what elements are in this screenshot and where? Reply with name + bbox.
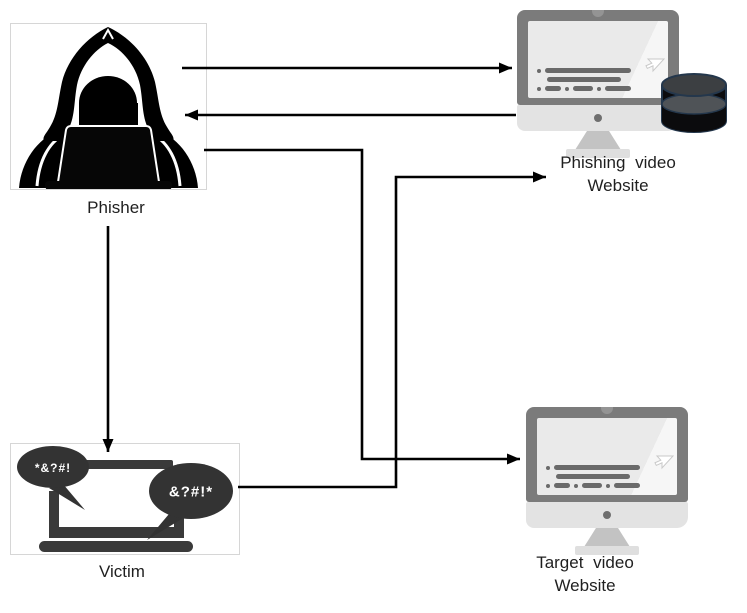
hooded-hacker-icon [19, 27, 198, 190]
database-icon [661, 73, 727, 133]
monitor-power-button [603, 511, 611, 519]
speech-bubble-right [147, 463, 233, 540]
phishing-website-label: Phishing video Website [535, 151, 701, 197]
monitor-screen [528, 21, 668, 98]
laptop-icon [17, 446, 233, 552]
victim-swear-text-right: &?#!* [168, 483, 214, 501]
phishing-website-label-line2: Website [587, 176, 649, 195]
target-website-label-line1: Target video [536, 553, 634, 572]
phishing-website-label-line1: Phishing video [560, 153, 676, 172]
victim-swear-text-left: *&?#! [34, 461, 72, 475]
monitor-camera-notch [601, 407, 613, 414]
monitor-camera-notch [592, 10, 604, 17]
webpage-text-lines [537, 68, 631, 91]
arrow-phisher-to-target-website [204, 148, 520, 465]
target-website-label-line2: Website [554, 576, 616, 595]
victim-label: Victim [99, 562, 145, 581]
phisher-node [10, 23, 207, 190]
arrow-victim-to-phishing-website [238, 171, 546, 489]
target-website-label: Target video Website [503, 551, 667, 597]
monitor-power-button [594, 114, 602, 122]
monitor-base [566, 149, 630, 158]
monitor-stand [584, 528, 630, 547]
speech-bubble-left [17, 446, 89, 510]
monitor-base [575, 546, 639, 555]
phishing-website-monitor-icon [517, 8, 679, 158]
phisher-label: Phisher [87, 198, 145, 217]
target-website-monitor-icon [526, 405, 688, 555]
monitor-screen [537, 418, 677, 495]
victim-node: *&?#! &?#!* [10, 443, 240, 555]
webpage-text-lines [546, 465, 640, 488]
monitor-stand [575, 131, 621, 150]
cursor-icon [654, 455, 674, 470]
cursor-icon [645, 58, 665, 73]
